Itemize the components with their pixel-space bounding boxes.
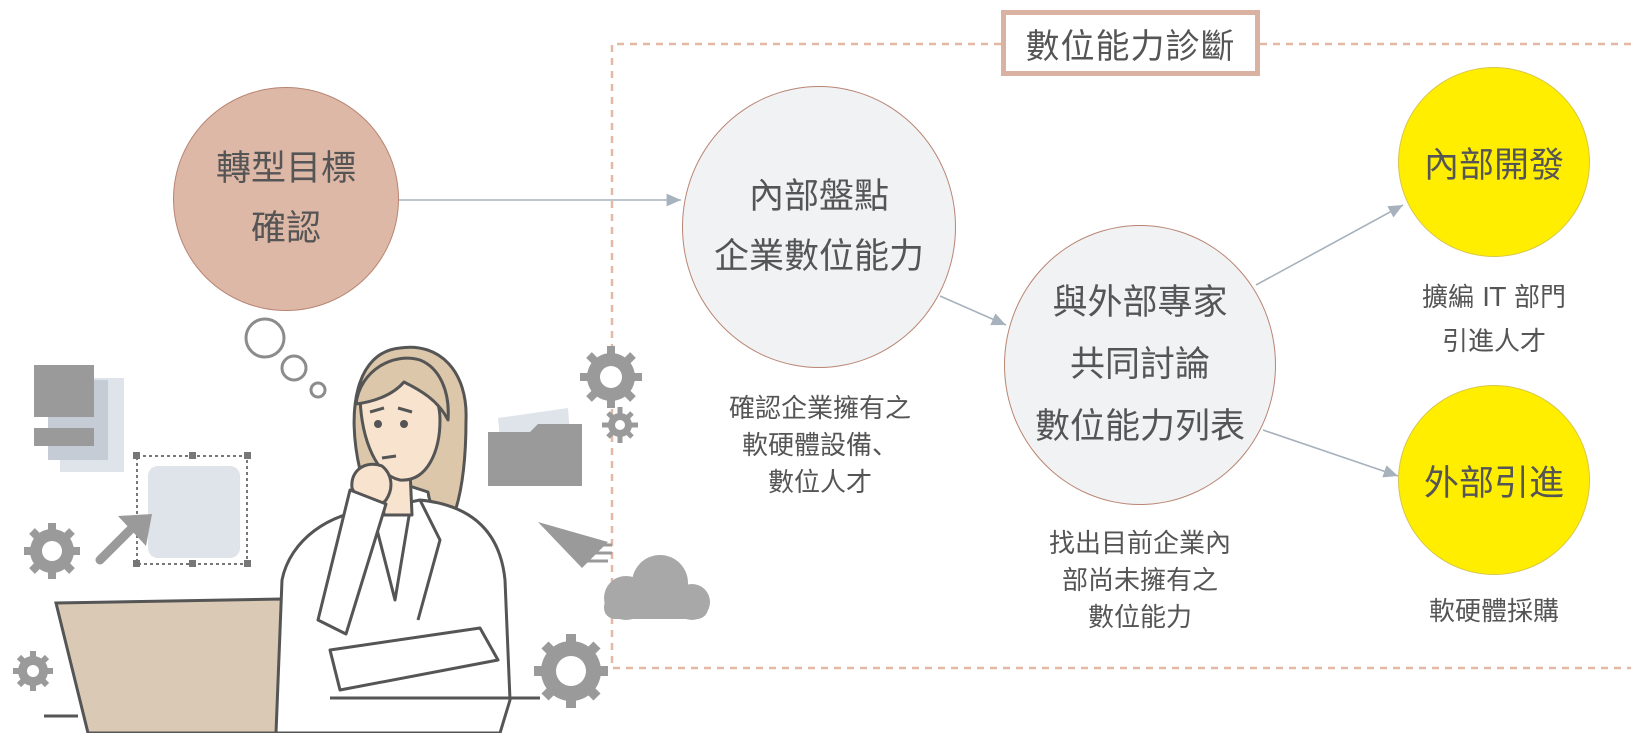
node-discuss: 與外部專家 共同討論 數位能力列表	[1004, 225, 1276, 505]
caption-discuss-line-1: 找出目前企業內	[1048, 529, 1231, 559]
paper-plane-icon	[538, 522, 612, 568]
caption-internal-dev-line-2: 引進人才	[1441, 327, 1546, 357]
caption-inventory: 確認企業擁有之 軟硬體設備、 數位人才	[700, 391, 940, 502]
thought-bubble-icon	[244, 317, 327, 399]
gear-icon	[24, 523, 80, 579]
arrow-discuss-to-internal-dev	[1255, 204, 1404, 286]
arrow-inventory-to-discuss	[939, 295, 1007, 326]
node-discuss-line-3: 數位能力列表	[1034, 407, 1245, 447]
node-internal-dev: 內部開發	[1398, 67, 1590, 257]
caption-external-intro-line-1: 軟硬體採購	[1428, 597, 1559, 627]
node-goal: 轉型目標 確認	[173, 87, 399, 311]
caption-inventory-line-3: 數位人才	[767, 468, 872, 498]
node-external-intro: 外部引進	[1398, 385, 1590, 575]
caption-external-intro: 軟硬體採購	[1388, 594, 1600, 631]
diagnosis-title: 數位能力診斷	[1025, 26, 1236, 67]
node-internal-dev-label: 內部開發	[1423, 145, 1564, 186]
gear-icon	[13, 651, 53, 691]
node-goal-line-1: 轉型目標	[215, 149, 356, 189]
node-external-intro-label: 外部引進	[1423, 463, 1564, 504]
gear-icon	[534, 634, 608, 708]
node-discuss-line-1: 與外部專家	[1052, 283, 1228, 323]
diagnosis-dashed-frame	[610, 42, 1631, 670]
cloud-icon	[604, 555, 710, 620]
node-goal-line-2: 確認	[250, 209, 321, 249]
laptop-icon	[44, 597, 320, 733]
node-inventory-line-2: 企業數位能力	[713, 237, 924, 277]
node-inventory: 內部盤點 企業數位能力	[682, 86, 956, 368]
arrow-discuss-to-external-intro	[1262, 429, 1399, 478]
caption-internal-dev: 擴編 IT 部門 引進人才	[1388, 276, 1600, 364]
thinking-businesswoman-illustration	[274, 345, 540, 733]
node-inventory-line-1: 內部盤點	[748, 177, 889, 217]
node-discuss-line-2: 共同討論	[1069, 345, 1210, 385]
gear-icon	[602, 407, 638, 443]
caption-discuss-line-2: 部尚未擁有之	[1061, 566, 1218, 596]
caption-internal-dev-line-1: 擴編 IT 部門	[1421, 283, 1567, 313]
caption-inventory-line-2: 軟硬體設備、	[741, 431, 898, 461]
gear-icon	[580, 346, 642, 408]
caption-discuss-line-3: 數位能力	[1087, 603, 1192, 633]
diagnosis-title-box: 數位能力診斷	[1001, 10, 1260, 76]
cursor-icon	[95, 514, 152, 565]
selected-shape-icon	[133, 452, 251, 567]
folder-icon	[488, 408, 582, 486]
caption-discuss: 找出目前企業內 部尚未擁有之 數位能力	[1020, 526, 1260, 637]
layers-icon	[34, 365, 124, 472]
caption-inventory-line-1: 確認企業擁有之	[728, 394, 911, 424]
